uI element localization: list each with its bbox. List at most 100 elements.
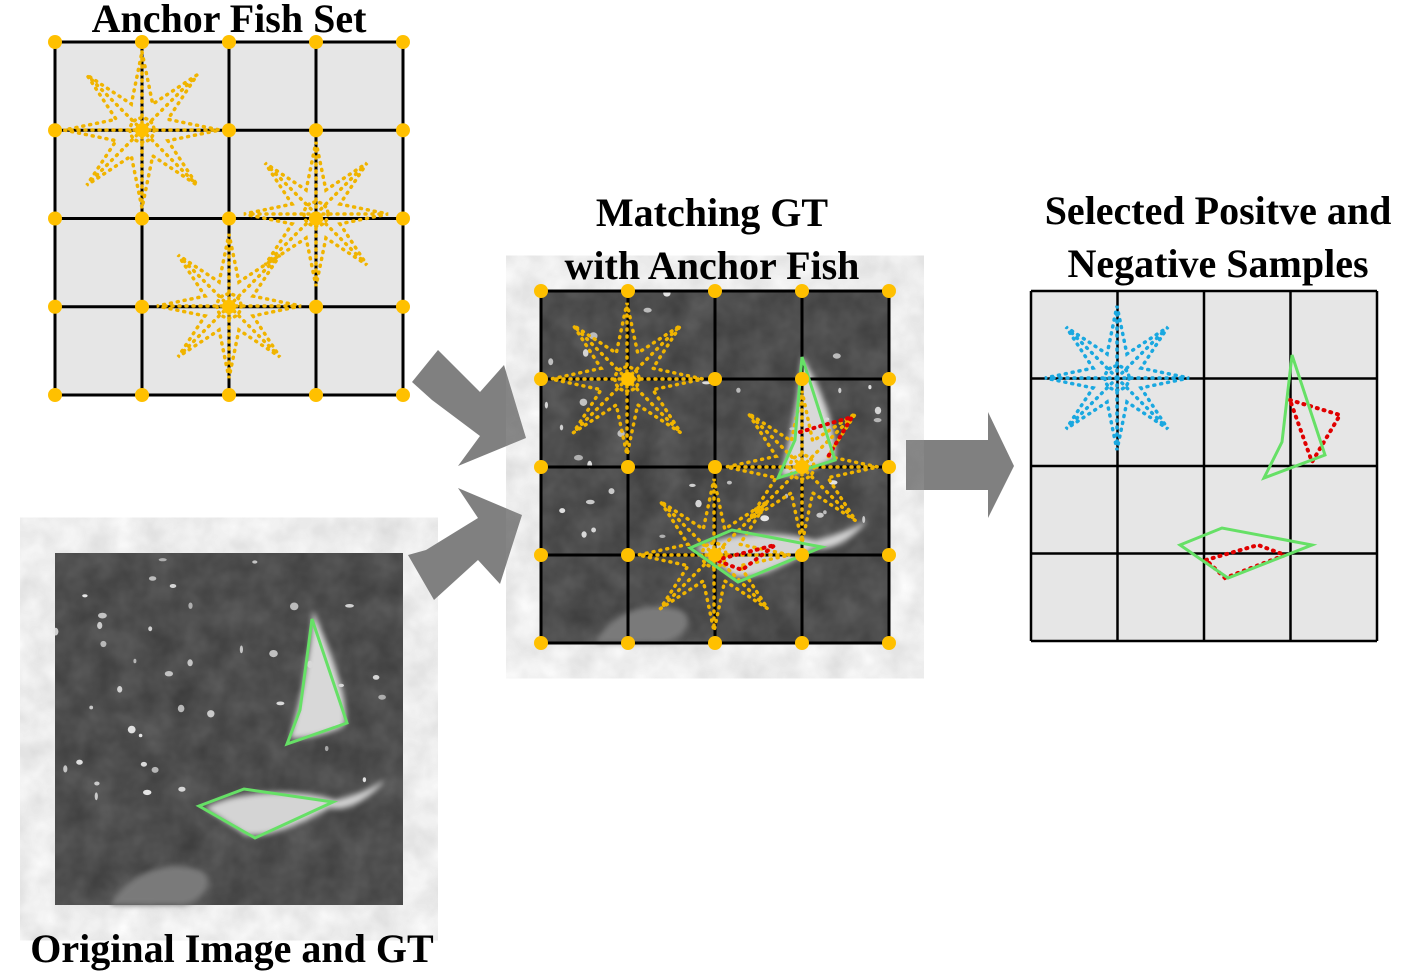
water-speck	[239, 645, 243, 654]
water-speck	[559, 508, 566, 514]
grid-point-dot	[222, 35, 236, 49]
grid-point-dot	[534, 372, 548, 386]
water-speck	[89, 705, 94, 710]
water-speck	[94, 781, 100, 786]
anchor-star	[156, 233, 302, 379]
grid-point-dot	[708, 284, 722, 298]
water-speck	[252, 560, 258, 564]
grid-point-dot	[309, 299, 323, 314]
star-ray	[178, 304, 231, 357]
star-center	[613, 365, 641, 393]
water-speck	[574, 454, 583, 461]
water-speck	[659, 534, 666, 538]
grid-point-dot	[135, 388, 149, 402]
selected-negative-1	[1288, 398, 1344, 467]
grid-point-dot	[795, 460, 809, 474]
grid-point-dot	[48, 123, 62, 138]
star-ray	[1066, 327, 1119, 380]
water-speck	[581, 531, 587, 538]
grid-point-dot	[882, 636, 896, 650]
water-speck	[823, 510, 827, 515]
water-speck	[127, 725, 136, 734]
grid-point-dot	[621, 548, 635, 562]
star-ray	[574, 377, 629, 432]
matching-fish-2	[695, 520, 868, 578]
anchor-star	[550, 302, 704, 456]
grid-point-dot	[708, 636, 722, 650]
water-speck	[726, 480, 732, 485]
grid-point-dot	[309, 123, 323, 138]
grid-point-dot	[534, 548, 548, 562]
water-speck	[276, 701, 285, 706]
matching-gt-polygon-2	[686, 528, 828, 584]
original-image-panel: Original Image and GT	[30, 553, 434, 971]
water-speck	[63, 765, 68, 773]
grid-point-dot	[309, 35, 323, 49]
fish-shape-1	[290, 610, 346, 739]
water-speck	[736, 387, 741, 393]
water-speck	[98, 612, 107, 619]
water-speck	[372, 675, 380, 680]
star-ray	[661, 553, 716, 608]
star-ray	[749, 465, 804, 520]
water-speck	[695, 499, 702, 508]
water-speck	[148, 626, 153, 632]
star-ray	[314, 212, 367, 265]
grid-point-dot	[48, 35, 62, 49]
water-speck	[140, 761, 147, 767]
water-speck	[151, 766, 159, 773]
star-ray	[1115, 327, 1168, 380]
grid-point-dot	[396, 123, 410, 138]
negative-sample-markers	[714, 413, 857, 573]
star-outline	[156, 233, 302, 379]
grid-point-dot	[309, 211, 323, 226]
star-ray	[1115, 376, 1168, 429]
water-speck	[579, 398, 588, 406]
water-speck	[269, 650, 278, 658]
water-speck	[873, 418, 882, 423]
water-speck	[178, 786, 186, 792]
water-speck	[290, 602, 299, 611]
grid-point-dot	[396, 211, 410, 226]
grid-point-dot	[621, 636, 635, 650]
grid-point-dot	[396, 299, 410, 314]
water-speck	[760, 515, 770, 522]
grid-point-dot	[882, 460, 896, 474]
water-speck	[868, 385, 872, 390]
water-speck	[164, 671, 173, 677]
anchor-grid-dots	[48, 35, 410, 402]
star-outline	[1044, 305, 1190, 451]
star-ray	[227, 255, 280, 308]
water-speck	[133, 658, 137, 664]
anchor-fish-set-panel: Anchor Fish Set	[48, 0, 410, 402]
grid-point-dot	[621, 284, 635, 298]
grid-point-dot	[48, 211, 62, 226]
grid-point-dot	[534, 284, 548, 298]
grid-point-dot	[795, 372, 809, 386]
water-speck	[689, 483, 696, 487]
negative-sample-1	[798, 413, 857, 462]
seabed-glow	[110, 866, 209, 905]
grid-point-dot	[882, 284, 896, 298]
matching-panel: Matching GT with Anchor Fish	[534, 190, 896, 650]
grid-point-dot	[222, 123, 236, 138]
star-ray	[265, 212, 318, 265]
matching-title-line1: Matching GT	[596, 190, 829, 235]
selected-title-line2: Negative Samples	[1067, 241, 1368, 286]
star-ray	[800, 465, 855, 520]
arrow-anchor-to-matching	[412, 350, 526, 466]
grid-point-dot	[621, 372, 635, 386]
positive-sample-stars	[1044, 305, 1190, 451]
gt-polygon-1	[284, 618, 349, 747]
water-speck	[378, 694, 386, 700]
original-image-title: Original Image and GT	[30, 926, 434, 971]
positive-sample-star	[1044, 305, 1190, 451]
water-speck	[548, 358, 554, 366]
grid-point-dot	[135, 35, 149, 49]
water-speck	[100, 640, 107, 648]
matching-title-line2: with Anchor Fish	[565, 243, 860, 288]
grid-point-dot	[882, 548, 896, 562]
water-speck	[559, 424, 564, 431]
water-speck	[874, 406, 882, 415]
water-speck	[169, 584, 177, 588]
